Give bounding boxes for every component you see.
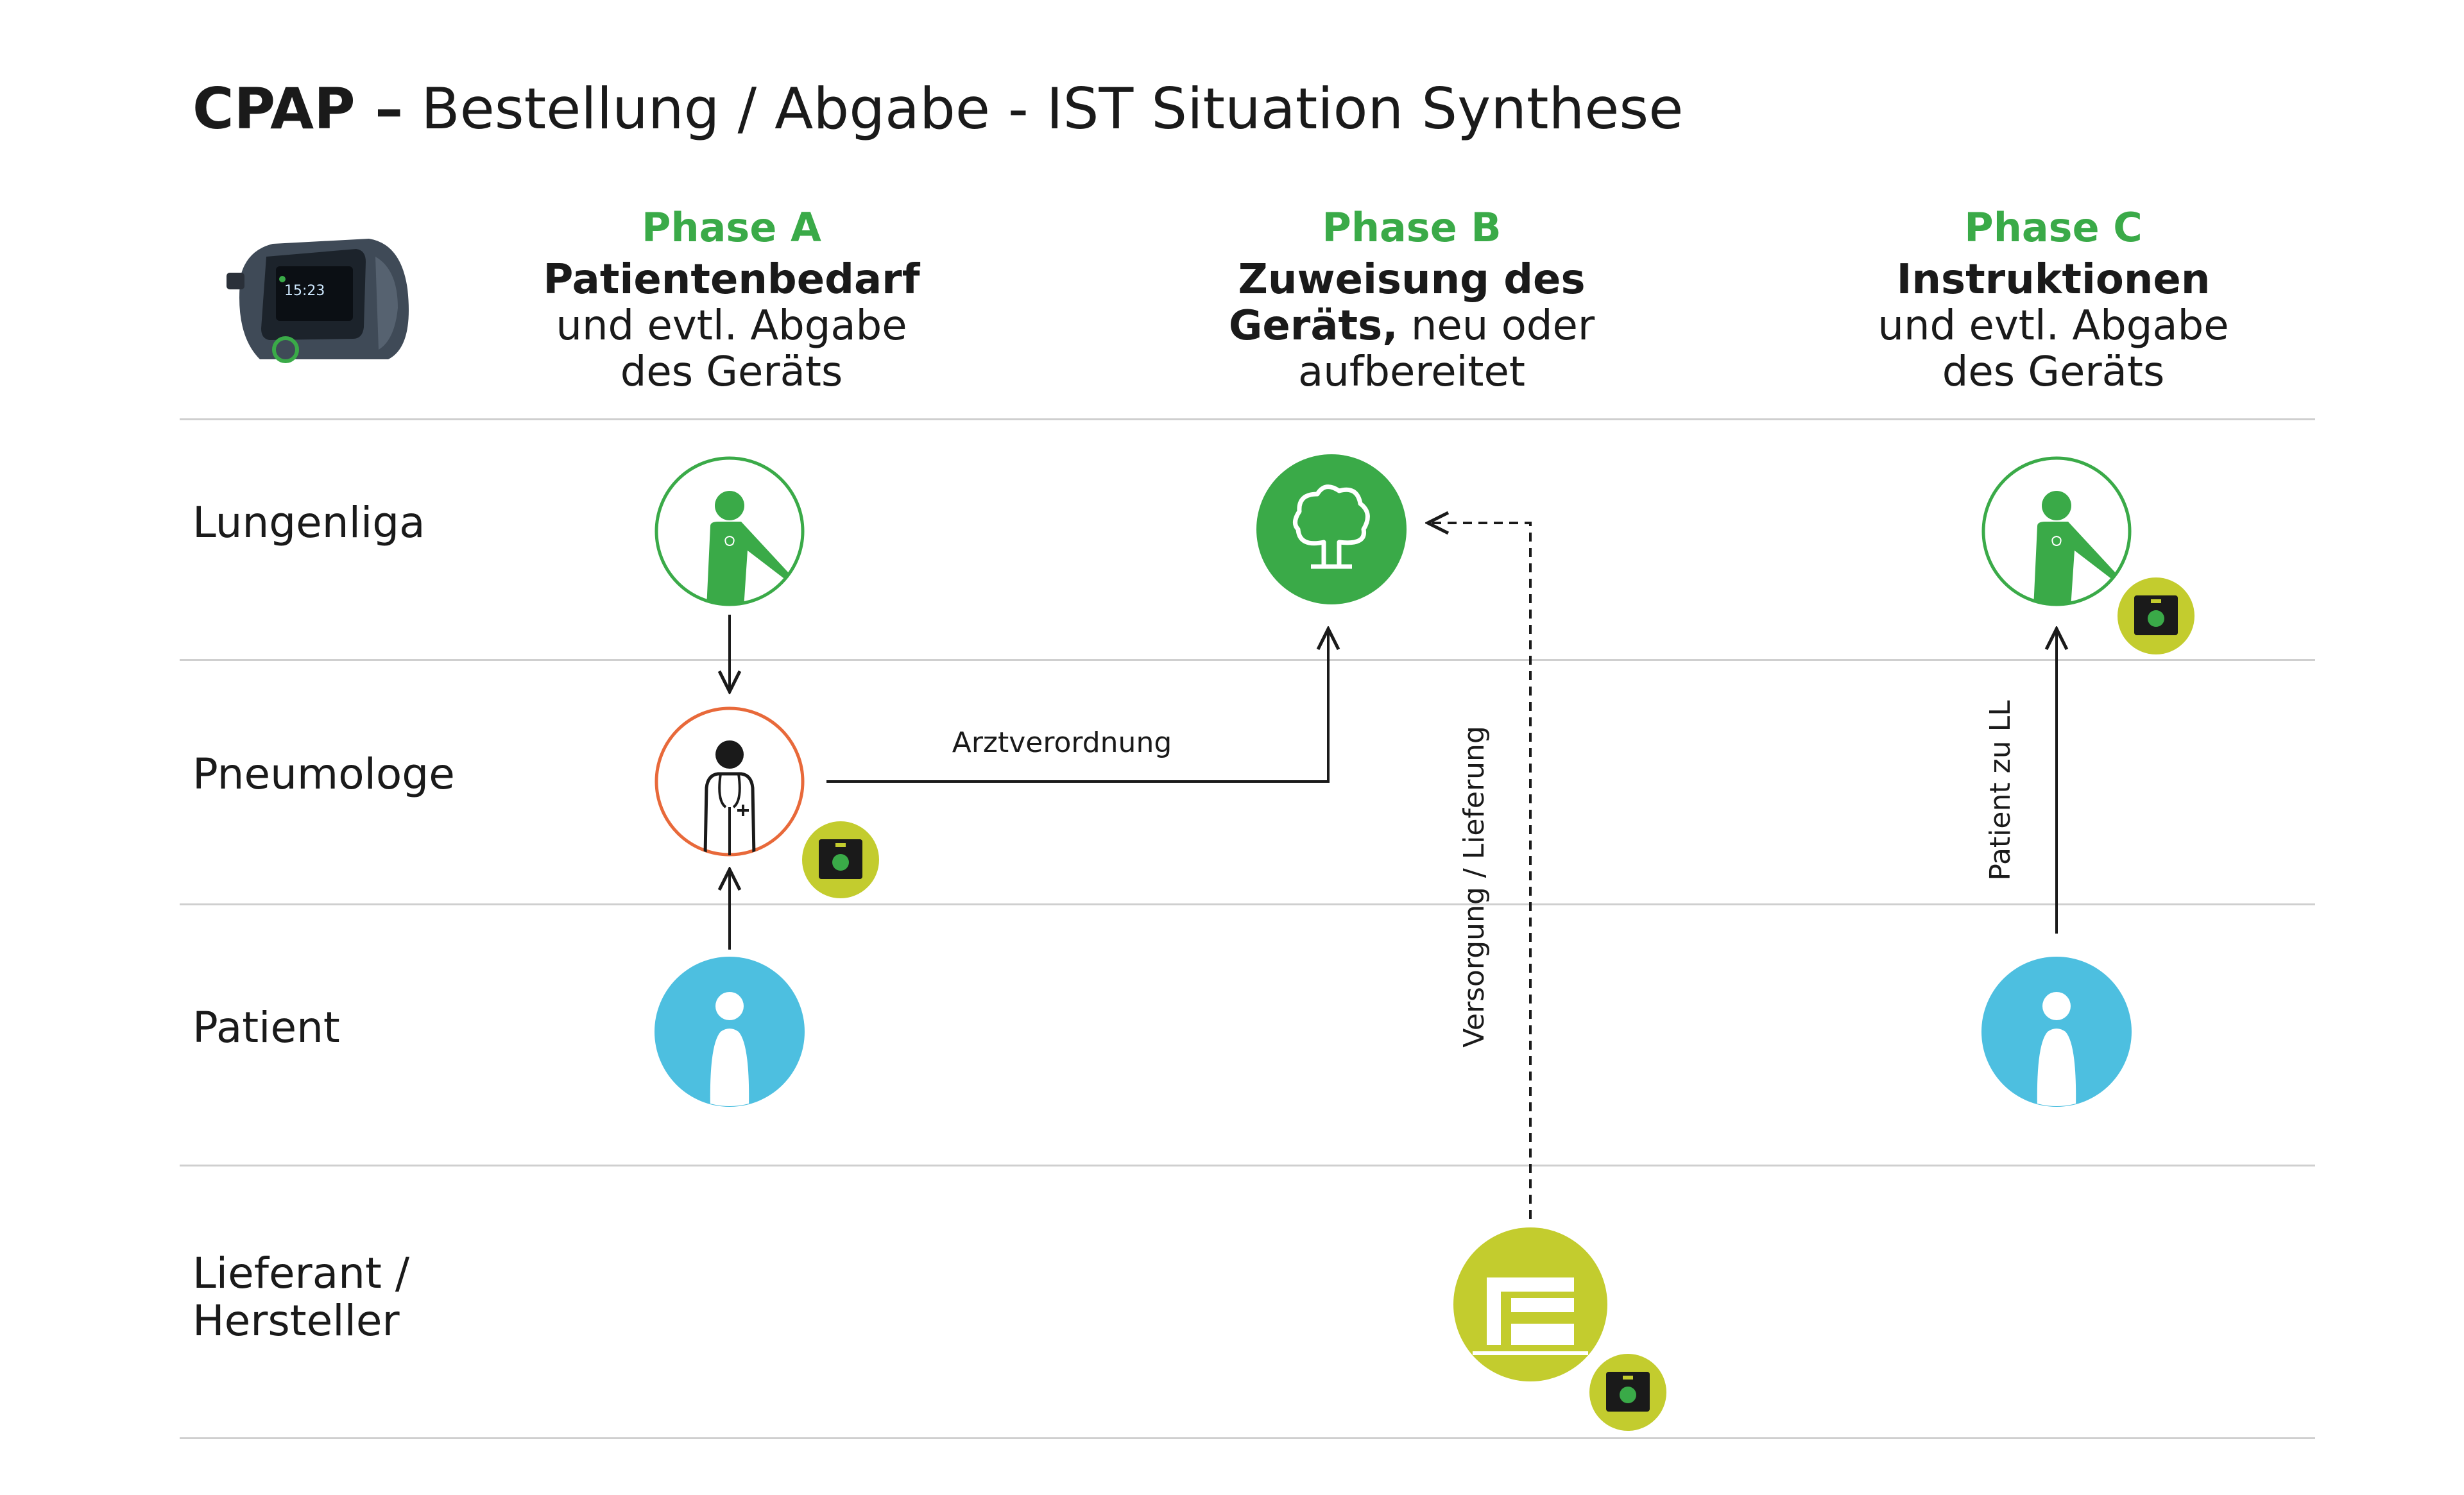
lane-label-lungenliga: Lungenliga: [193, 498, 425, 547]
title-rest: Bestellung / Abgabe - IST Situation Synt…: [421, 76, 1684, 142]
phase-a-label: Phase A: [642, 204, 821, 251]
lane-label-lieferant-line1: Lieferant /: [193, 1249, 410, 1298]
flow-label-versorgung: Versorgung / Lieferung: [1458, 726, 1491, 1048]
lane-label-lieferant-line2: Hersteller: [193, 1296, 400, 1346]
phase-b-line2-rest: neu oder: [1398, 302, 1595, 350]
lane-divider: [180, 659, 2315, 661]
page-title: CPAP – Bestellung / Abgabe - IST Situati…: [193, 71, 1683, 148]
lane-divider: [180, 1165, 2315, 1166]
lane-divider: [180, 418, 2315, 420]
phase-c-header: Phase C Instruktionen und evtl. Abgabe d…: [1810, 199, 2297, 395]
phase-b-line1: Zuweisung des: [1238, 256, 1586, 303]
title-bold: CPAP –: [193, 76, 404, 142]
phase-b-header: Phase B Zuweisung des Geräts, neu oder a…: [1168, 199, 1656, 395]
phase-a-header: Phase A Patientenbedarf und evtl. Abgabe…: [488, 199, 975, 395]
arrow-versorgung-lieferung: [1428, 523, 1532, 1219]
arrow-arztverordnung: [826, 629, 1328, 783]
device-box-icon: [1589, 1354, 1666, 1431]
phase-b-line3: aufbereitet: [1298, 348, 1525, 396]
consultant-icon: [1981, 456, 2132, 606]
cpap-device-icon: 15:23: [227, 239, 409, 363]
phase-b-label: Phase B: [1322, 204, 1502, 251]
phase-a-line1: Patientenbedarf: [543, 256, 920, 303]
phase-c-line1: Instruktionen: [1896, 256, 2211, 303]
patient-icon: [654, 957, 805, 1107]
phase-c-label: Phase C: [1964, 204, 2143, 251]
device-box-icon: [802, 821, 879, 898]
phase-b-line2: Geräts, neu oder: [1168, 303, 1656, 349]
lane-label-pneumologe: Pneumologe: [193, 749, 455, 799]
phase-c-line2: und evtl. Abgabe: [1878, 302, 2229, 350]
patient-icon: [1981, 957, 2132, 1107]
supplier-building-icon: [1453, 1227, 1607, 1381]
device-box-icon: [2118, 577, 2194, 654]
phase-c-line3: des Geräts: [1942, 348, 2165, 396]
lane-divider: [180, 1437, 2315, 1439]
tree-icon: [1256, 454, 1407, 604]
flow-label-arztverordnung: Arztverordnung: [952, 726, 1172, 759]
doctor-icon: [654, 706, 805, 857]
lane-label-patient: Patient: [193, 1003, 340, 1052]
lane-label-lieferant: Lieferant / Hersteller: [193, 1250, 409, 1345]
device-screen-time: 15:23: [284, 283, 325, 299]
consultant-icon: [654, 456, 805, 606]
lane-divider: [180, 903, 2315, 905]
phase-a-line2: und evtl. Abgabe: [556, 302, 907, 350]
phase-b-line2-bold: Geräts,: [1228, 302, 1398, 350]
flow-label-patient-zu-ll: Patient zu LL: [1984, 700, 2017, 881]
phase-a-line3: des Geräts: [620, 348, 843, 396]
